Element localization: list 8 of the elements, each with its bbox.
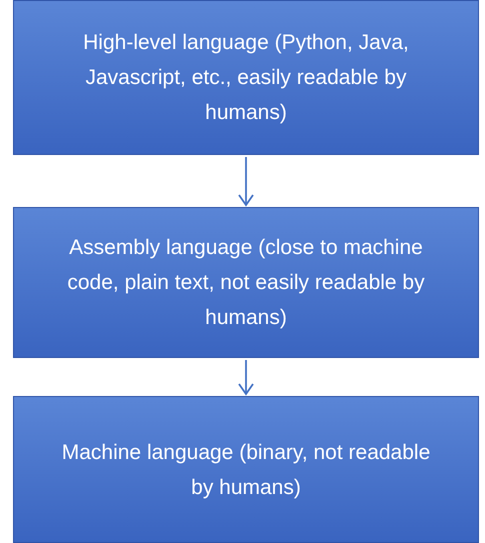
box-label: Machine language (binary, not readable by humans) bbox=[60, 440, 432, 500]
arrow bbox=[238, 360, 254, 395]
process-box bbox=[13, 207, 479, 358]
process-box bbox=[13, 0, 479, 155]
box-label: Assembly language (close to machine code, plain text, not easily readable by humans) bbox=[66, 235, 426, 331]
box-label: High-level language (Python, Java, Javascript, etc., easily readable by humans) bbox=[82, 30, 410, 126]
arrow bbox=[238, 157, 254, 206]
process-box bbox=[13, 396, 479, 543]
